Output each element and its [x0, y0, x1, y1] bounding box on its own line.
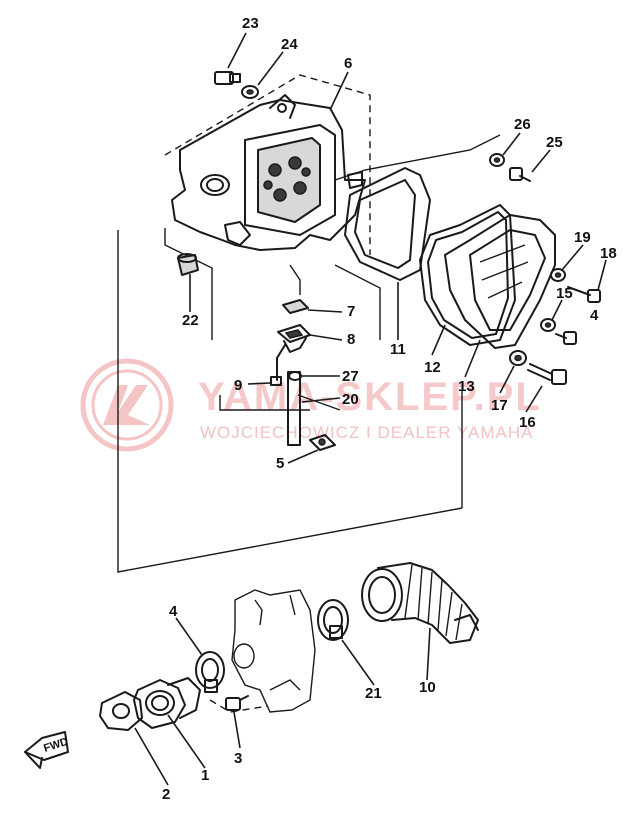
grommet-22 — [177, 253, 199, 276]
callout-17: 17 — [491, 397, 508, 414]
drain-hose-20 — [287, 371, 301, 446]
clip-9 — [270, 344, 286, 386]
callout-13: 13 — [458, 378, 475, 395]
carburetor-outline — [231, 589, 316, 713]
clip-5 — [309, 434, 336, 451]
watermark-brand: YAMA-SKLEP.PL — [198, 375, 542, 419]
callout-24: 24 — [281, 36, 298, 53]
callout-1: 1 — [201, 767, 209, 784]
forward-direction-badge: FWD — [24, 731, 70, 769]
washer-26 — [489, 153, 505, 167]
washer-15 — [540, 318, 556, 332]
callout-25: 25 — [546, 134, 563, 151]
callout-16: 16 — [519, 414, 536, 431]
callout-2: 2 — [162, 786, 170, 803]
screw-4-upper — [555, 331, 577, 345]
carburetor-joint-1 — [133, 677, 201, 729]
bolt-16 — [527, 363, 567, 385]
gasket-12 — [419, 204, 516, 346]
clamp-4-lower — [195, 651, 225, 693]
screw-25 — [509, 167, 531, 182]
callout-19: 19 — [574, 229, 591, 246]
air-cleaner-cover — [444, 214, 556, 349]
gasket-2 — [99, 691, 143, 731]
air-filter-element — [344, 167, 431, 281]
callout-22: 22 — [182, 312, 199, 329]
callout-8: 8 — [347, 331, 355, 348]
washer-24 — [241, 85, 259, 99]
bolt-18 — [567, 286, 601, 303]
callout-23: 23 — [242, 15, 259, 32]
air-cleaner-case — [171, 94, 366, 251]
callout-4-lower: 4 — [169, 603, 178, 620]
callout-9: 9 — [234, 377, 242, 394]
watermark-subtitle: WOJCIECHOWICZ I DEALER YAMAHA — [200, 423, 533, 442]
washer-19 — [550, 268, 566, 282]
pad-7 — [282, 299, 309, 314]
callout-26: 26 — [514, 116, 531, 133]
callout-leaders — [134, 32, 607, 786]
washer-17 — [509, 350, 527, 366]
watermark: YAMA-SKLEP.PL WOJCIECHOWICZ I DEALER YAM… — [80, 358, 542, 452]
callout-18: 18 — [600, 245, 617, 262]
callout-12: 12 — [424, 359, 441, 376]
bolt-23 — [214, 71, 241, 85]
callout-15: 15 — [556, 285, 573, 302]
callout-7: 7 — [347, 303, 355, 320]
watermark-logo-icon — [80, 358, 174, 452]
clamp-21 — [317, 599, 349, 641]
callout-3: 3 — [234, 750, 242, 767]
callout-5: 5 — [276, 455, 284, 472]
callout-labels: 23 24 6 26 25 19 18 15 4 7 8 22 11 12 13… — [162, 15, 617, 803]
callout-6: 6 — [344, 55, 352, 72]
callout-27: 27 — [342, 368, 359, 385]
callout-10: 10 — [419, 679, 436, 696]
callout-20: 20 — [342, 391, 359, 408]
callout-4-upper: 4 — [590, 307, 599, 324]
callout-21: 21 — [365, 685, 382, 702]
intake-joint-10 — [361, 562, 479, 644]
callout-11: 11 — [390, 341, 406, 358]
bolt-3 — [225, 695, 249, 711]
